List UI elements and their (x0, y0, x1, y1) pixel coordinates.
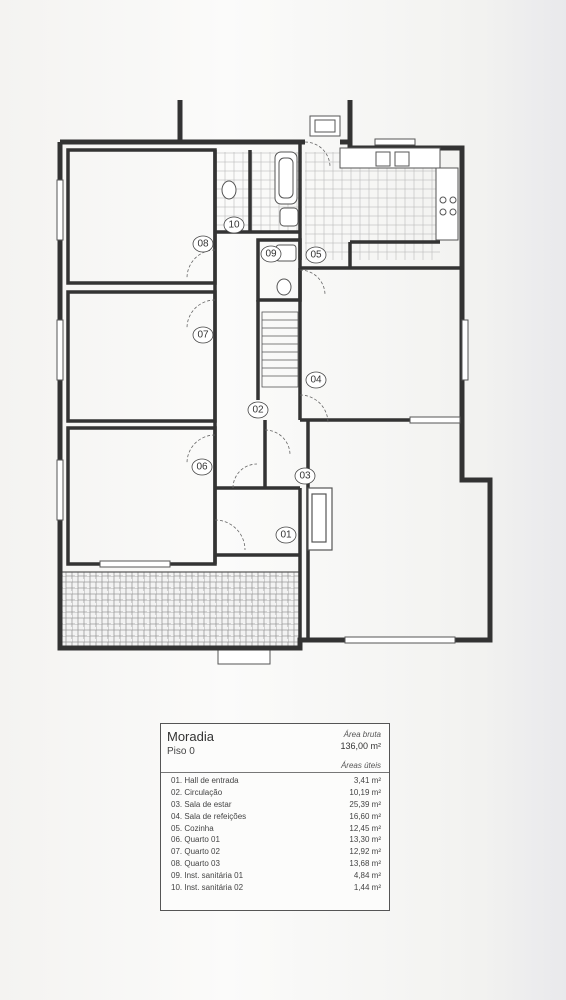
legend-row: 06. Quarto 01 13,30 m² (161, 835, 389, 847)
room-area: 13,68 m² (349, 859, 381, 869)
area-legend: Moradia Piso 0 Área bruta 136,00 m² Área… (160, 723, 390, 911)
room-label-09: 09 (260, 245, 282, 263)
svg-text:07: 07 (197, 330, 209, 341)
legend-row: 10. Inst. sanitária 02 1,44 m² (161, 883, 389, 895)
room-label-04: 04 (305, 371, 327, 389)
fireplace (307, 487, 333, 551)
room-area: 12,45 m² (349, 823, 381, 833)
svg-text:02: 02 (252, 405, 264, 416)
stairs (261, 311, 299, 388)
room-label-05: 05 (305, 246, 327, 264)
room-name: 02. Circulação (171, 787, 223, 797)
windows (56, 138, 469, 644)
gross-area-label: Área bruta (343, 730, 381, 739)
floor-plan: 01 02 03 04 05 06 (56, 100, 493, 665)
svg-text:04: 04 (310, 375, 322, 386)
room-area: 1,44 m² (353, 883, 381, 893)
legend-floor: Piso 0 (167, 746, 195, 757)
legend-row: 09. Inst. sanitária 01 4,84 m² (161, 871, 389, 883)
door-swings (186, 141, 331, 551)
svg-text:10: 10 (228, 220, 240, 231)
room-area: 10,19 m² (349, 787, 381, 797)
svg-text:03: 03 (299, 471, 311, 482)
room-label-06: 06 (191, 458, 213, 476)
room-label-08: 08 (192, 235, 214, 253)
room-area: 12,92 m² (349, 847, 381, 857)
room-area: 25,39 m² (349, 799, 381, 809)
room-name: 06. Quarto 01 (171, 835, 220, 845)
legend-row: 08. Quarto 03 13,68 m² (161, 859, 389, 871)
room-name: 09. Inst. sanitária 01 (171, 871, 244, 881)
room-label-02: 02 (247, 401, 269, 419)
svg-text:01: 01 (280, 530, 292, 541)
svg-text:09: 09 (265, 249, 277, 260)
legend-header: Moradia Piso 0 Área bruta 136,00 m² Área… (161, 724, 389, 773)
useful-areas-label: Áreas úteis (340, 761, 381, 770)
legend-rows: 01. Hall de entrada 3,41 m² 02. Circulaçã… (161, 773, 389, 895)
room-label-01: 01 (275, 526, 297, 544)
room-name: 03. Sala de estar (171, 799, 232, 809)
svg-text:05: 05 (310, 250, 322, 261)
room-label-10: 10 (223, 216, 245, 234)
room-name: 04. Sala de refeições (171, 811, 247, 821)
legend-row: 03. Sala de estar 25,39 m² (161, 800, 389, 812)
room-name: 10. Inst. sanitária 02 (171, 883, 244, 893)
legend-row: 02. Circulação 10,19 m² (161, 788, 389, 800)
kitchen-fixtures (339, 147, 459, 241)
room-labels: 01 02 03 04 05 06 (191, 216, 327, 544)
room-area: 4,84 m² (353, 871, 381, 881)
room-name: 08. Quarto 03 (171, 859, 220, 869)
legend-row: 04. Sala de refeições 16,60 m² (161, 812, 389, 824)
terrace-paving (59, 571, 301, 649)
room-area: 13,30 m² (349, 835, 381, 845)
room-area: 16,60 m² (349, 811, 381, 821)
room-label-07: 07 (192, 326, 214, 344)
svg-text:06: 06 (196, 462, 208, 473)
room-area: 3,41 m² (353, 776, 381, 785)
room-label-03: 03 (294, 467, 316, 485)
legend-row: 05. Cozinha 12,45 m² (161, 824, 389, 836)
top-openings (309, 115, 341, 137)
room-name: 05. Cozinha (171, 823, 214, 833)
room-name: 07. Quarto 02 (171, 847, 220, 857)
legend-title: Moradia (167, 729, 214, 744)
legend-row: 07. Quarto 02 12,92 m² (161, 847, 389, 859)
svg-text:08: 08 (197, 239, 209, 250)
gross-area-value: 136,00 m² (340, 741, 381, 751)
legend-row: 01. Hall de entrada 3,41 m² (161, 776, 389, 788)
room-name: 01. Hall de entrada (171, 776, 239, 785)
